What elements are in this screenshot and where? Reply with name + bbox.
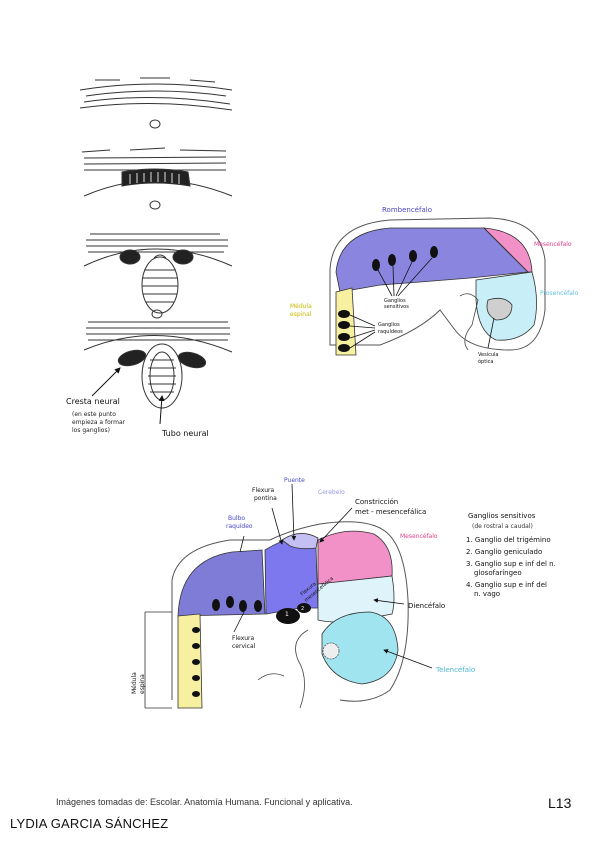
upper-mesencefalo-label: Mesencéfalo [534, 241, 572, 248]
upper-vesicula-1: Vesícula [478, 351, 498, 358]
cresta-note-2: empieza a formar [72, 419, 126, 426]
upper-medula-label-1: Médula [290, 303, 312, 310]
ganglios-item-3b: glosofaríngeo [474, 569, 522, 577]
lower-medula [177, 613, 203, 709]
upper-rombencefalo-label: Rombencéfalo [382, 206, 432, 214]
lower-medula-2: espina [139, 674, 146, 694]
flexura-cervical-2: cervical [232, 643, 256, 650]
lower-telencefalo [321, 611, 399, 685]
upper-ganglios-sens-2: sensitivos [384, 304, 409, 310]
cresta-neural-label: Cresta neural [66, 397, 120, 406]
flexura-cervical-1: Flexura [232, 635, 255, 642]
bulbo-label-1: Bulbo [228, 515, 245, 522]
telencefalo-label: Telencéfalo [435, 666, 475, 674]
upper-embryo [329, 217, 546, 356]
cresta-arrow [91, 367, 165, 425]
ganglios-item-1: 1. Ganglio del trigémino [466, 536, 551, 544]
lower-bulbo [177, 549, 266, 617]
upper-prosencefalo-label: Prosencéfalo [540, 290, 579, 297]
neural-tube-stage-4 [83, 321, 233, 409]
ganglio-num-1: 1 [285, 611, 289, 618]
cresta-note-3: los ganglios) [72, 427, 110, 434]
lower-puente [264, 537, 319, 615]
upper-medula-label-2: espinal [290, 311, 312, 318]
neural-tube-stage-1 [79, 77, 233, 129]
upper-rombencefalo [335, 227, 529, 293]
neural-tube-stage-3 [83, 233, 233, 319]
bulbo-label-2: raquídeo [226, 523, 253, 530]
ganglio-num-2: 2 [301, 606, 304, 612]
flexura-pontina-2: pontina [254, 495, 277, 502]
upper-ganglios-sens-1: Ganglios [384, 298, 406, 304]
diencefalo-label: Diencéfalo [408, 602, 445, 610]
upper-vesicula-2: óptica [478, 358, 493, 365]
page-number: L13 [548, 795, 572, 811]
upper-ganglios-raq-1: Ganglios [378, 322, 400, 328]
ganglios-list: Ganglios sensitivos (de rostral a caudal… [466, 512, 556, 598]
ganglios-item-2: 2. Ganglio geniculado [466, 548, 542, 556]
lower-mesencefalo [317, 530, 393, 585]
ganglios-list-title: Ganglios sensitivos [468, 512, 536, 520]
cresta-note-1: (en este punto [72, 411, 116, 418]
lower-medula-1: Médula [131, 672, 138, 694]
puente-label: Puente [284, 477, 305, 484]
ganglios-item-4b: n. vago [474, 590, 500, 598]
lower-embryo [144, 483, 433, 709]
constriccion-label-2: met - mesencefálica [355, 508, 426, 516]
lower-mesencefalo-label: Mesencéfalo [400, 533, 438, 540]
ganglios-item-3a: 3. Ganglio sup e inf del n. [466, 560, 556, 568]
constriccion-label-1: Constricción [355, 498, 398, 506]
tubo-neural-label: Tubo neural [161, 429, 209, 438]
neural-tube-stage-2 [81, 147, 233, 210]
upper-ganglios-raq-2: raquídeos [378, 328, 403, 335]
ganglios-item-4a: 4. Ganglio sup e inf del [466, 581, 547, 589]
author-name: LYDIA GARCIA SÁNCHEZ [10, 816, 169, 831]
cerebelo-label: Cerebelo [318, 489, 345, 496]
ganglios-list-subtitle: (de rostral a caudal) [472, 523, 533, 530]
flexura-pontina-1: Flexura [252, 487, 275, 494]
source-citation: Imágenes tomadas de: Escolar. Anatomía H… [56, 797, 353, 807]
